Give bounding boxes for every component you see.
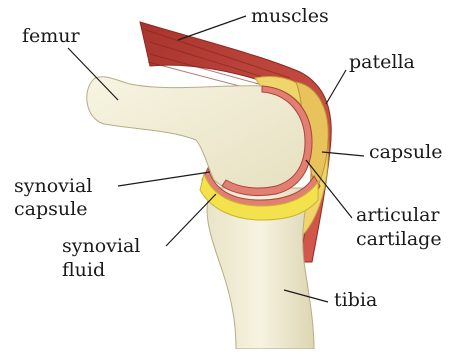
- label-articular-cartilage-line2: cartilage: [356, 229, 442, 250]
- label-tibia: tibia: [334, 290, 377, 311]
- label-synovial-fluid-line2: fluid: [62, 260, 105, 281]
- label-muscles: muscles: [251, 6, 329, 27]
- label-articular-cartilage-line1: articular: [356, 205, 440, 226]
- label-synovial-capsule-line2: capsule: [14, 199, 87, 220]
- leader-line-patella: [326, 70, 346, 104]
- label-capsule: capsule: [369, 142, 442, 163]
- label-synovial-capsule-line1: synovial: [14, 176, 92, 197]
- leader-line-synovial-capsule: [118, 172, 210, 186]
- label-synovial-fluid-line1: synovial: [62, 236, 140, 257]
- leader-line-muscles: [178, 16, 246, 40]
- label-patella: patella: [349, 52, 415, 73]
- label-femur: femur: [22, 26, 80, 47]
